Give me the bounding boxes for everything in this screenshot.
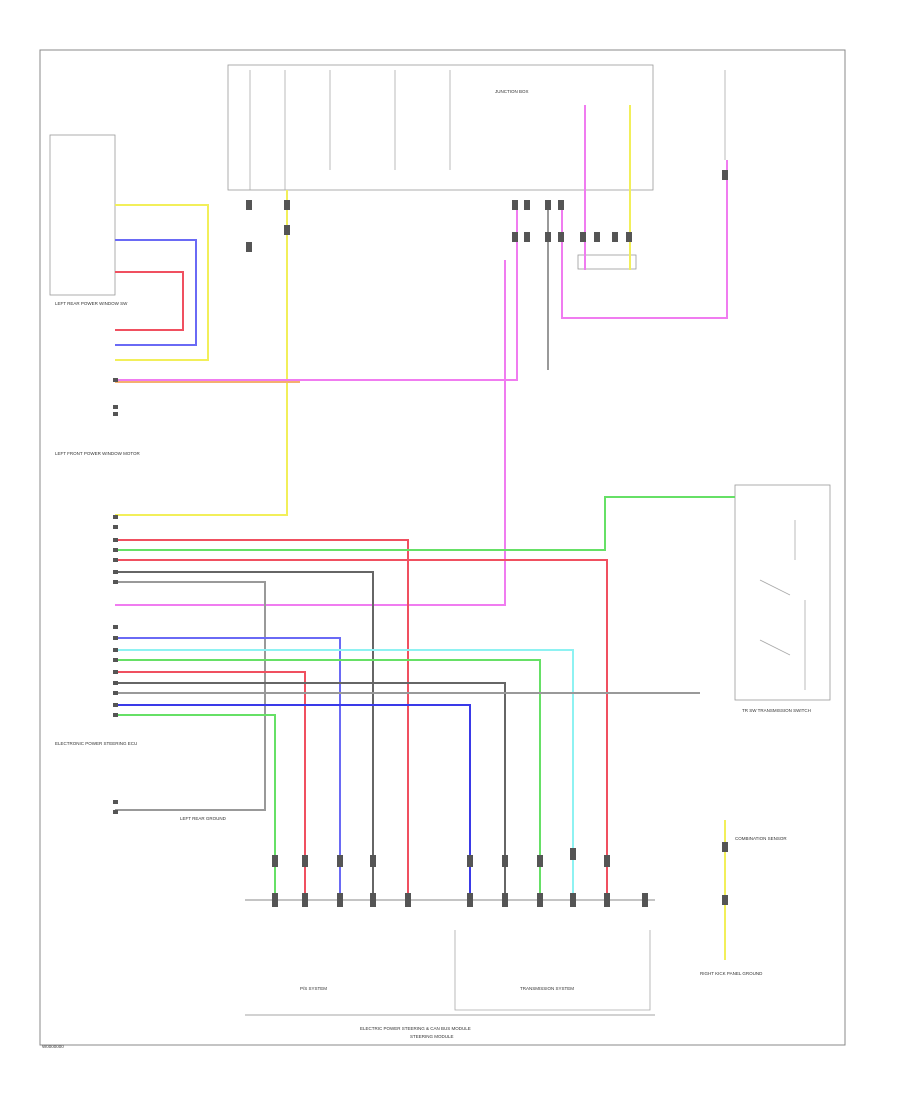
wire-yellow-2: [115, 190, 288, 516]
wire-red-2: [115, 539, 409, 900]
wire-red-4: [115, 671, 306, 900]
wire-green-1: [115, 496, 735, 551]
wire-red-3: [115, 559, 608, 900]
ecu-pins: [113, 378, 118, 814]
caption-line2: STEERING MODULE: [410, 1034, 454, 1039]
wire-pink-2: [561, 160, 728, 319]
sensor-label: COMBINATION SENSOR: [735, 836, 787, 841]
wire-yellow-1: [115, 204, 209, 361]
ecu-label-bottom: ELECTRONIC POWER STEERING ECU: [55, 741, 137, 746]
wire-gray-1: [115, 571, 374, 900]
wire-blue-1: [115, 239, 197, 346]
bottom-connector-pins: [272, 893, 648, 907]
wire-group: [115, 105, 735, 960]
switch-panel-label: TR SW TRANSMISSION SWITCH: [742, 708, 811, 713]
connector-block: [577, 254, 637, 270]
fuse-stubs: [249, 70, 726, 190]
junction-box: [227, 64, 654, 191]
transmission-module-box: [454, 930, 651, 1011]
junction-box-label: JUNCTION BOX: [495, 89, 529, 94]
wire-green-3: [115, 714, 276, 900]
wire-darkblue-1: [115, 704, 471, 900]
page-code: W0000000: [42, 1044, 64, 1049]
wire-green-2: [115, 659, 541, 900]
p-s-module-label: P/S SYSTEM: [300, 986, 327, 991]
left-switch-box: [49, 134, 116, 296]
wire-pink-4: [115, 260, 506, 606]
wire-red-1: [115, 271, 184, 331]
wire-pink-1: [115, 200, 518, 381]
switch-contacts: [759, 520, 806, 690]
wire-gray-2: [115, 581, 266, 811]
switch-panel: [734, 484, 831, 701]
inline-connectors: [246, 170, 728, 905]
wire-gray-3: [115, 682, 506, 900]
ground-label-left: LEFT REAR GROUND: [180, 816, 227, 821]
caption-line1: ELECTRIC POWER STEERING & CAN BUS MODULE: [360, 1026, 471, 1031]
ground-label-right: RIGHT KICK PANEL GROUND: [700, 971, 763, 976]
transmission-module-label: TRANSMISSION SYSTEM: [520, 986, 574, 991]
diagram-frame: [39, 49, 846, 1046]
ecu-label-top: LEFT FRONT POWER WINDOW MOTOR: [55, 451, 140, 456]
wire-cyan-1: [115, 649, 574, 900]
wire-blue-2: [115, 637, 341, 900]
left-switch-label: LEFT REAR POWER WINDOW SW: [55, 301, 128, 306]
